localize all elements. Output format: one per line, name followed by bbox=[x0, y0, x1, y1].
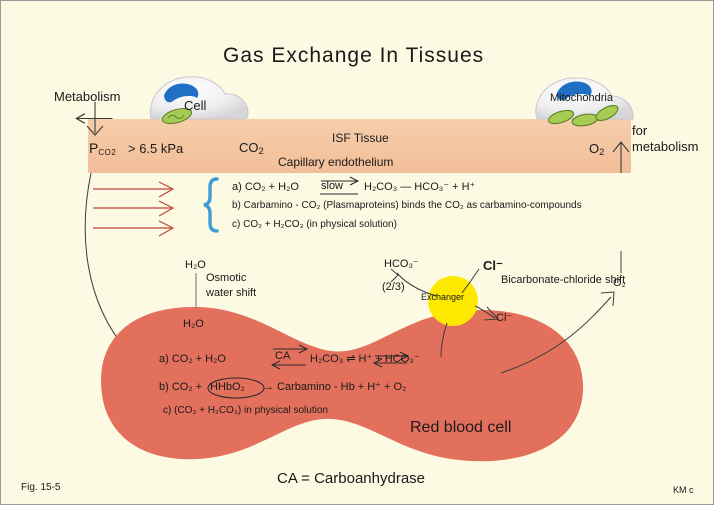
chloride-out-arrow bbox=[474, 305, 496, 319]
chloride-into-exchanger bbox=[461, 268, 480, 294]
equilibrium-arrows bbox=[372, 351, 410, 368]
figure-number: Fig. 15-5 bbox=[21, 482, 61, 493]
tissue-cell-left bbox=[149, 76, 249, 125]
o2-release-label: O₂ bbox=[613, 277, 626, 289]
nucleus-icon bbox=[557, 81, 592, 101]
o2-release-arrow bbox=[500, 296, 612, 374]
page-title: Gas Exchange In Tissues bbox=[223, 44, 485, 67]
pco2-to-rbc-arrow bbox=[84, 172, 130, 354]
co2-label: CO2 bbox=[239, 140, 264, 156]
footnote-label: CA = Carboanhydrase bbox=[277, 470, 426, 487]
rbc-reaction-b-left: b) CO₂ + bbox=[159, 381, 203, 393]
ca-double-arrow bbox=[270, 344, 309, 370]
mitochondrion-icon bbox=[161, 107, 193, 125]
slow-arrow bbox=[320, 176, 360, 195]
plasma-reaction-a-left: a) CO₂ + H₂O bbox=[232, 181, 299, 193]
for-metabolism-line1: for bbox=[632, 123, 648, 138]
rbc-reaction-b-right: → Carbamino - Hb + H⁺ + O₂ bbox=[263, 381, 407, 393]
capillary-endothelium-label: Capillary endothelium bbox=[278, 155, 394, 169]
chloride-out-label: Cl⁻ bbox=[496, 312, 513, 324]
metabolism-label: Metabolism bbox=[54, 89, 121, 104]
hco3-into-exchanger bbox=[396, 272, 438, 297]
rbc-reaction-a-catalyst: CA bbox=[275, 350, 291, 362]
water-bottom-label: H₂O bbox=[183, 318, 204, 330]
hhbo2-circle bbox=[207, 377, 265, 399]
plasma-reaction-a-right: H₂CO₃ — HCO₃⁻ + H⁺ bbox=[364, 181, 476, 193]
red-blood-cell-shape bbox=[101, 306, 584, 462]
plasma-reaction-c: c) CO₂ + H₂CO₃ (in physical solution) bbox=[232, 219, 397, 230]
credit-label: KM c bbox=[673, 485, 694, 495]
hco3-fraction-label: (2/3) bbox=[382, 281, 405, 293]
rbc-reaction-a-left: a) CO₂ + H₂O bbox=[159, 353, 226, 365]
rbc-reaction-a-right: H₂CO₃ ⇌ H⁺ + HCO₃⁻ bbox=[310, 353, 420, 365]
nucleus-icon bbox=[164, 83, 199, 103]
rbc-reaction-c: c) (CO₂ + H₂CO₃) in physical solution bbox=[163, 405, 328, 416]
isf-tissue-label: ISF Tissue bbox=[332, 131, 389, 145]
water-top-label: H₂O bbox=[185, 259, 206, 271]
pco2-value: > 6.5 kPa bbox=[128, 141, 184, 156]
capillary-band bbox=[88, 119, 631, 173]
osmotic-shift-line2: water shift bbox=[206, 287, 257, 299]
osmotic-shift-line1: Osmotic bbox=[206, 272, 247, 284]
red-blood-cell-label: Red blood cell bbox=[410, 419, 512, 436]
plasma-reaction-catalyst: slow bbox=[321, 180, 344, 192]
mitochondria-label: Mitochondria bbox=[550, 92, 613, 104]
mitochondrion-icon bbox=[547, 105, 619, 127]
tissue-cell-right bbox=[535, 77, 634, 127]
exchanger-label: Exchanger bbox=[421, 292, 465, 302]
reaction-brace bbox=[203, 177, 219, 233]
chloride-in-label: Cl⁻ bbox=[483, 258, 503, 273]
cell-label: Cell bbox=[184, 98, 207, 113]
co2-diffusion-arrows bbox=[93, 181, 175, 237]
bicarbonate-chloride-shift-label: Bicarbonate-chloride shift bbox=[501, 274, 626, 286]
o2-label: O2 bbox=[589, 141, 605, 157]
exchanger-stalk bbox=[440, 322, 448, 358]
for-metabolism-line2: metabolism bbox=[632, 139, 699, 154]
plasma-reaction-b: b) Carbamino - CO₂ (Plasmaproteins) bind… bbox=[232, 200, 582, 211]
hco3-label: HCO₃⁻ bbox=[384, 258, 419, 270]
pco2-label: PCO2 bbox=[89, 140, 117, 157]
rbc-reaction-b-circled: HHbO₂ bbox=[210, 381, 245, 393]
